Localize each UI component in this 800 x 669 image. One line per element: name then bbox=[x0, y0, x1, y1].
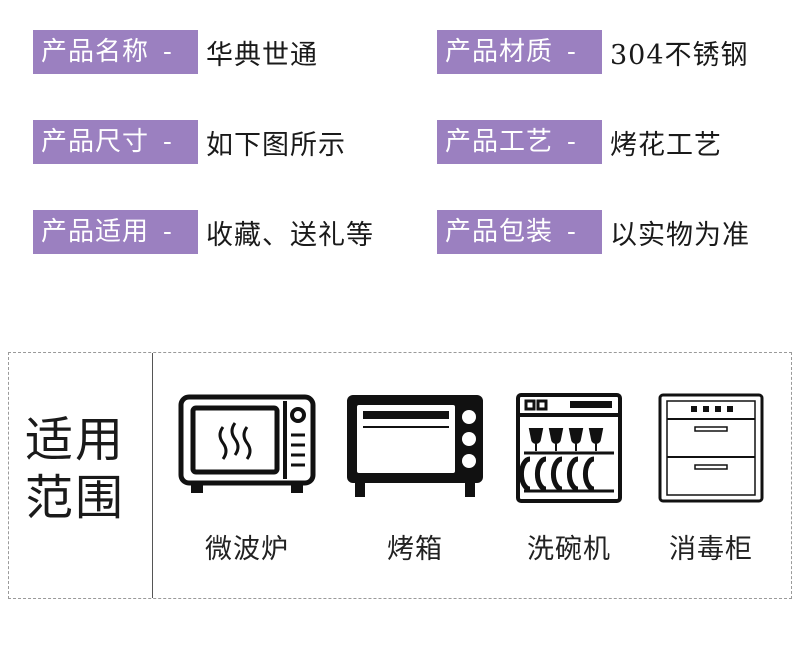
spec-row-craft: 产品工艺 - 烤花工艺 bbox=[437, 120, 722, 164]
appliance-oven: 烤箱 bbox=[340, 393, 490, 566]
spec-label: 产品工艺 - bbox=[437, 120, 602, 164]
spec-dash: - bbox=[163, 37, 172, 67]
spec-label: 产品适用 - bbox=[33, 210, 198, 254]
spec-label-text: 产品包装 bbox=[445, 217, 554, 247]
usage-scope-title: 适用 范围 bbox=[25, 411, 135, 527]
appliance-sterilizer-cabinet: 消毒柜 bbox=[636, 393, 786, 566]
spec-label-text: 产品名称 bbox=[41, 37, 150, 67]
panel-divider bbox=[152, 353, 153, 598]
spec-dash: - bbox=[567, 37, 576, 67]
spec-dash: - bbox=[163, 217, 172, 247]
spec-label: 产品包装 - bbox=[437, 210, 602, 254]
usage-scope-panel: 适用 范围 微波炉 bbox=[8, 352, 792, 599]
usage-title-line: 范围 bbox=[25, 470, 126, 526]
spec-label: 产品材质 - bbox=[437, 30, 602, 74]
spec-value: 收藏、送礼等 bbox=[206, 219, 374, 251]
sterilizer-cabinet-icon bbox=[658, 393, 764, 503]
appliance-label: 消毒柜 bbox=[669, 534, 753, 565]
appliance-microwave: 微波炉 bbox=[172, 393, 322, 566]
appliance-label: 烤箱 bbox=[387, 534, 443, 565]
spec-dash: - bbox=[567, 217, 576, 247]
spec-label-text: 产品材质 bbox=[445, 37, 554, 67]
appliance-dishwasher: 洗碗机 bbox=[494, 393, 644, 566]
spec-value: 304不锈钢 bbox=[610, 39, 749, 71]
spec-label: 产品尺寸 - bbox=[33, 120, 198, 164]
microwave-icon bbox=[178, 394, 316, 493]
usage-title-line: 适用 bbox=[25, 412, 126, 468]
appliance-label: 洗碗机 bbox=[527, 534, 611, 565]
spec-label-text: 产品适用 bbox=[41, 217, 150, 247]
spec-value: 如下图所示 bbox=[206, 129, 346, 161]
spec-label: 产品名称 - bbox=[33, 30, 198, 74]
spec-row-name: 产品名称 - 华典世通 bbox=[33, 30, 318, 74]
appliance-label: 微波炉 bbox=[205, 534, 289, 565]
spec-row-size: 产品尺寸 - 如下图所示 bbox=[33, 120, 346, 164]
spec-dash: - bbox=[163, 127, 172, 157]
spec-value: 以实物为准 bbox=[610, 219, 750, 251]
spec-dash: - bbox=[567, 127, 576, 157]
spec-row-packaging: 产品包装 - 以实物为准 bbox=[437, 210, 750, 254]
oven-icon bbox=[347, 395, 483, 497]
spec-row-material: 产品材质 - 304不锈钢 bbox=[437, 30, 749, 74]
spec-value: 烤花工艺 bbox=[610, 129, 722, 161]
spec-value: 华典世通 bbox=[206, 39, 318, 71]
dishwasher-icon bbox=[516, 393, 622, 503]
spec-label-text: 产品工艺 bbox=[445, 127, 554, 157]
spec-label-text: 产品尺寸 bbox=[41, 127, 150, 157]
spec-row-usage: 产品适用 - 收藏、送礼等 bbox=[33, 210, 374, 254]
